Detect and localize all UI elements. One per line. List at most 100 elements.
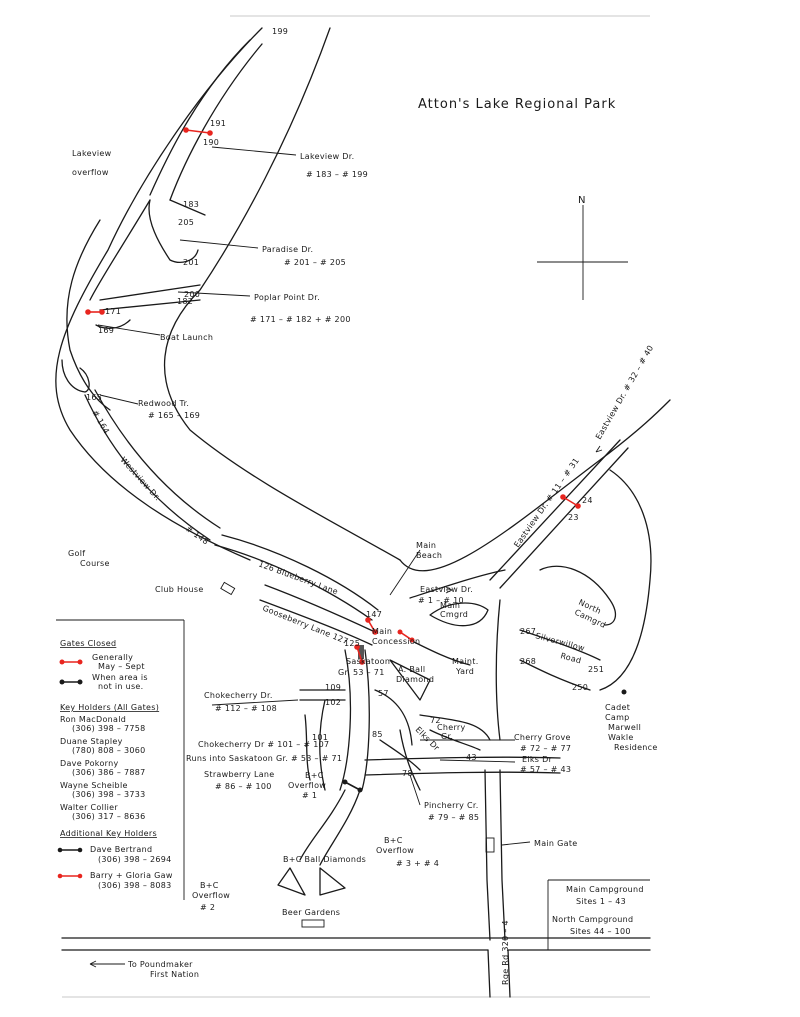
lakeview-roads: [61, 39, 263, 411]
label-rge-rd: Rge Rd 320 – 4: [501, 920, 510, 985]
north-campground-title: North Campground: [552, 915, 633, 924]
svg-text:Generally: Generally: [92, 653, 133, 662]
svg-text:Cmgrd: Cmgrd: [440, 610, 468, 619]
svg-text:(306) 398 – 7758: (306) 398 – 7758: [72, 724, 146, 733]
label-main-gate: Main Gate: [534, 839, 578, 848]
main-campground-roads: [299, 639, 561, 791]
legend-gates-closed-title: Gates Closed: [60, 639, 116, 648]
campgrounds-box: Main Campground Sites 1 – 43 North Campg…: [547, 879, 650, 950]
red-gates: [85, 127, 581, 665]
svg-text:182: 182: [177, 297, 193, 306]
svg-text:250: 250: [572, 683, 588, 692]
svg-text:# 72 – # 77: # 72 – # 77: [520, 744, 571, 753]
site-numbers: 191 190 183 205 201 200 182 171 169 165 …: [86, 119, 604, 778]
label-saskatoon-gr: Saskatoon: [346, 657, 390, 666]
label-to-poundmaker: To Poundmaker: [127, 960, 193, 969]
svg-text:190: 190: [203, 138, 219, 147]
map-title: Atton's Lake Regional Park: [418, 97, 616, 112]
label-cadet-camp: Cadet: [605, 703, 630, 712]
svg-text:72: 72: [430, 716, 441, 725]
svg-text:# 1: # 1: [302, 791, 317, 800]
svg-text:43: 43: [466, 753, 477, 762]
svg-text:251: 251: [588, 665, 604, 674]
label-a-ball-diamond: A. Ball: [398, 665, 425, 674]
svg-text:First Nation: First Nation: [150, 970, 199, 979]
svg-text:(306) 386 – 7887: (306) 386 – 7887: [72, 768, 146, 777]
label-redwood-tr: Redwood Tr.: [138, 399, 189, 408]
svg-text:Dave Pokorny: Dave Pokorny: [60, 759, 119, 768]
label-eastview-dr-upper: Eastview Dr. # 11 – # 31: [512, 456, 581, 549]
svg-text:Wayne Scheible: Wayne Scheible: [60, 781, 128, 790]
svg-text:# 112 – # 108: # 112 – # 108: [215, 704, 277, 713]
label-silverwillow-road: Silverwillow: [534, 631, 585, 653]
svg-text:(306) 398 – 8083: (306) 398 – 8083: [98, 881, 172, 890]
svg-text:overflow: overflow: [72, 168, 109, 177]
label-bc-overflow-2: B+C: [200, 881, 219, 890]
label-beer-gardens: Beer Gardens: [282, 908, 340, 917]
svg-text:165: 165: [86, 393, 102, 402]
svg-text:Camp: Camp: [605, 713, 630, 722]
svg-text:# 1 – # 10: # 1 – # 10: [418, 596, 464, 605]
label-runs-into: Runs into Saskatoon Gr. # 53 – # 71: [186, 754, 342, 763]
label-strawberry-lane: Strawberry Lane: [204, 770, 275, 779]
label-golf-course: Golf: [68, 549, 85, 558]
label-poplar-point-dr: Poplar Point Dr.: [254, 293, 320, 302]
legend-additional-title: Additional Key Holders: [60, 829, 157, 838]
svg-text:125: 125: [344, 639, 360, 648]
svg-text:Overflow: Overflow: [192, 891, 230, 900]
svg-text:Walter Collier: Walter Collier: [60, 803, 118, 812]
svg-text:200: 200: [184, 290, 200, 299]
club-house-building-icon: [220, 581, 236, 596]
label-maint-yard: Maint.: [452, 657, 479, 666]
svg-text:85: 85: [372, 730, 383, 739]
label-lakeview-overflow: Lakeview: [72, 149, 112, 158]
legend-additional-black: Dave Bertrand (306) 398 – 2694: [57, 845, 172, 864]
legend-black-gate: When area is not in use.: [59, 673, 148, 691]
svg-text:Marwell: Marwell: [608, 723, 641, 732]
svg-text:169: 169: [98, 326, 114, 335]
label-chokecherry-dr-2: Chokecherry Dr # 101 – # 107: [198, 740, 329, 749]
svg-text:78: 78: [402, 769, 413, 778]
label-boat-launch: Boat Launch: [160, 333, 213, 342]
svg-text:24: 24: [582, 496, 593, 505]
svg-text:268: 268: [520, 657, 536, 666]
black-gates: [342, 779, 363, 793]
svg-text:Overflow: Overflow: [376, 846, 414, 855]
label-cherry-grove: Cherry Grove: [514, 733, 571, 742]
shoreline: [55, 27, 671, 572]
svg-text:# 148: # 148: [184, 524, 210, 546]
svg-text:# 57 – # 43: # 57 – # 43: [520, 765, 571, 774]
main-gate-marker: [485, 837, 495, 853]
blueberry-lanes: [214, 534, 379, 646]
svg-text:When area is: When area is: [92, 673, 148, 682]
svg-text:# 86 – # 100: # 86 – # 100: [215, 782, 272, 791]
svg-text:# 201 – # 205: # 201 – # 205: [284, 258, 346, 267]
svg-text:Concession: Concession: [372, 637, 420, 646]
svg-text:# 183 – # 199: # 183 – # 199: [306, 170, 368, 179]
svg-text:23: 23: [568, 513, 579, 522]
label-paradise-dr: Paradise Dr.: [262, 245, 313, 254]
svg-text:Gr. 53 – 71: Gr. 53 – 71: [338, 668, 385, 677]
leader-lines: [89, 146, 603, 968]
north-campground-roads: [495, 469, 652, 741]
label-gooseberry-lane: Gooseberry Lane 127: [261, 604, 349, 647]
svg-text:57: 57: [378, 689, 389, 698]
svg-text:205: 205: [178, 218, 194, 227]
svg-text:Duane Stapley: Duane Stapley: [60, 737, 123, 746]
eastview-roads: [409, 439, 629, 627]
svg-text:Dave Bertrand: Dave Bertrand: [90, 845, 152, 854]
north-arrow-icon: N: [537, 195, 628, 300]
svg-text:N: N: [578, 195, 585, 206]
svg-text:(306) 398 – 2694: (306) 398 – 2694: [98, 855, 172, 864]
svg-text:102: 102: [325, 698, 341, 707]
svg-text:109: 109: [325, 683, 341, 692]
svg-text:171: 171: [105, 307, 121, 316]
legend-key-holders-title: Key Holders (All Gates): [60, 703, 159, 712]
page-number: 199: [272, 27, 288, 36]
south-road: [299, 769, 506, 941]
svg-text:Sites 1 – 43: Sites 1 – 43: [576, 897, 626, 906]
svg-text:Course: Course: [80, 559, 110, 568]
label-elks-dr: Elks Dr: [522, 755, 553, 764]
svg-text:Yard: Yard: [455, 667, 474, 676]
legend-red-gate: Generally May – Sept: [59, 653, 145, 671]
